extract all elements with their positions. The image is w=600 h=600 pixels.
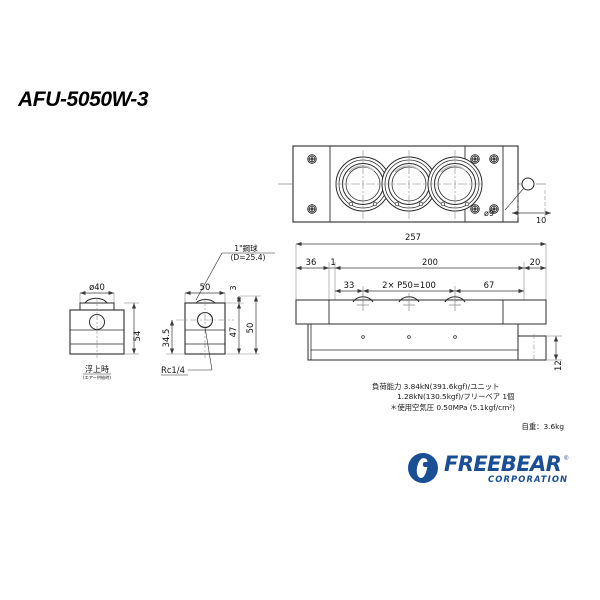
logo-subtitle: CORPORATION: [488, 474, 569, 484]
spec-load-bearing: 1.28kN(130.5kgf)/フリーベア 1個: [397, 392, 515, 402]
dim-36: 36: [306, 257, 317, 267]
dim-10: 10: [536, 216, 546, 225]
bolt-hole: [470, 204, 480, 214]
dim-50-width: 50: [200, 282, 211, 292]
rc14-leader: [204, 326, 213, 371]
steel-ball-dia: (D=25.4): [230, 253, 265, 262]
dim-3: 3: [229, 285, 238, 290]
ball-unit: [381, 150, 437, 219]
dim-47: 47: [228, 327, 238, 338]
dim-33: 33: [344, 280, 355, 290]
dim-67: 67: [484, 280, 495, 290]
specification-block: 負荷能力 3.84kN(391.6kgf)/ユニット 1.28kN(130.5k…: [372, 382, 572, 433]
page-title: AFU-5050W-3: [18, 88, 149, 111]
bolt-hole: [307, 204, 317, 214]
front-elevation-view: 257 36 1 200 20 33 2× P50=100 67: [295, 232, 563, 371]
left-side-view: ø40 54 浮上時 (エアー供給時): [69, 282, 142, 381]
left-view-caption: 浮上時: [85, 364, 109, 374]
dim-50-height: 50: [245, 323, 255, 334]
spec-weight: 自重：3.6kg: [521, 422, 565, 432]
steel-ball-callout: 1"鋼球: [234, 243, 258, 253]
spec-air-pressure: ＊使用空気圧 0.50MPa (5.1kgf/cm²): [390, 402, 515, 412]
plan-view: ø9 10: [278, 145, 551, 225]
elevation-right-foot: [517, 335, 547, 361]
bolt-hole: [489, 154, 499, 164]
registered-trademark-icon: ®: [564, 456, 569, 462]
elevation-lower-body: [307, 323, 519, 361]
dim-1: 1: [330, 257, 335, 267]
dim-12: 12: [553, 360, 563, 371]
left-view-caption-sub: (エアー供給時): [83, 374, 112, 381]
center-section-view: 1"鋼球 (D=25.4) 50 3 47 50 34.5: [161, 243, 275, 376]
dim-20: 20: [530, 257, 541, 267]
dia9-leader: [504, 187, 525, 211]
dim-200: 200: [422, 257, 438, 267]
ball-unit: [427, 150, 483, 219]
elevation-top-plate: [295, 299, 547, 325]
dim-pitch: 2× P50=100: [382, 280, 436, 290]
logo-wordmark: FREEBEAR: [444, 452, 562, 476]
dia9-hole: [521, 177, 535, 191]
dim-54: 54: [132, 331, 142, 342]
freebear-logo: FREEBEAR ® CORPORATION: [398, 446, 573, 494]
ball-unit: [335, 150, 391, 219]
dim-dia40: ø40: [89, 282, 105, 292]
rc14-callout: Rc1/4: [161, 365, 185, 375]
dia9-callout: ø9: [484, 209, 494, 218]
bolt-hole: [307, 154, 317, 164]
dim-257: 257: [405, 232, 421, 242]
bolt-hole: [470, 154, 480, 164]
spec-load-unit: 負荷能力 3.84kN(391.6kgf)/ユニット: [372, 382, 500, 391]
freebear-mark-icon: [408, 453, 438, 483]
dim-34p5: 34.5: [161, 329, 171, 348]
